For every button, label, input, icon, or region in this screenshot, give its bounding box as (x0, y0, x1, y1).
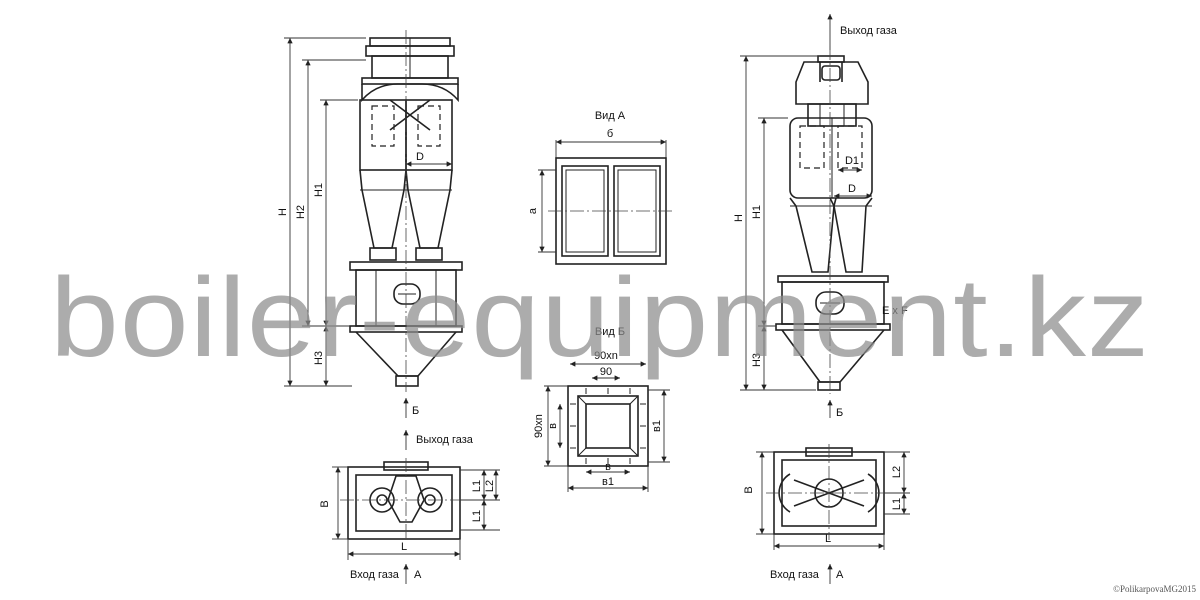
plan-frame-left (347, 466, 461, 540)
left-front-view: H H2 H1 H3 D Б (277, 30, 463, 418)
dim-h-right: H (733, 214, 745, 222)
dim-l-left: L (401, 541, 407, 553)
dim-b-view-a: б (607, 128, 613, 140)
dim-b-right: B (743, 486, 755, 493)
view-b-frame (567, 385, 649, 467)
right-front-view: Выход газа H H1 H3 D1 (733, 13, 908, 419)
view-a-title: Вид А (595, 110, 626, 122)
dim-v-side: в (547, 423, 559, 429)
arrow-a-left: А (414, 569, 422, 581)
arrow-b-right: Б (836, 407, 843, 419)
dim-v1-bottom: в1 (602, 476, 614, 488)
spiral-housing (361, 83, 459, 103)
cylinder-right-view (789, 117, 873, 199)
cone-right-a (789, 197, 837, 273)
arrow-b-left: Б (412, 405, 419, 417)
gas-outlet-left: Выход газа (416, 434, 474, 446)
dim-l2-right: L2 (891, 466, 903, 478)
dim-h3-left: H3 (313, 351, 325, 365)
cone-left (359, 169, 407, 249)
dim-l1-left-bottom: L1 (471, 510, 483, 522)
dim-d-right: D (848, 183, 856, 195)
dim-b-left: B (319, 500, 331, 507)
cylinder-left (359, 99, 407, 171)
outlet-housing-right (795, 61, 869, 105)
gas-outlet-right: Выход газа (840, 25, 898, 37)
dim-exf: E x F (882, 305, 908, 317)
copyright-text: ©PolikarpovaMG2015 (1113, 584, 1196, 594)
gas-inlet-left: Вход газа (350, 569, 400, 581)
dim-h-left: H (277, 208, 289, 216)
watermark-text: boiler-equipment.kz (50, 255, 1150, 380)
arrow-a-right: А (836, 569, 844, 581)
dim-h1-left: H1 (313, 183, 325, 197)
view-b: Вид Б 90xn 90 90xn в в1 в в1 (533, 326, 670, 492)
dim-l1-right: L1 (891, 498, 903, 510)
gas-inlet-right: Вход газа (770, 569, 820, 581)
view-a: Вид А б a (527, 110, 674, 265)
dim-l2-left: L2 (484, 480, 496, 492)
dim-d1-right: D1 (845, 155, 859, 167)
left-plan-view: Выход газа L B L1 L1 L2 Вход газа А (319, 430, 500, 584)
dim-h3-right: H3 (751, 353, 763, 367)
cylinder-right (405, 99, 453, 171)
dim-90xn-top: 90xn (594, 350, 618, 362)
dim-h1-right: H1 (751, 205, 763, 219)
dim-d-left: D (416, 151, 424, 163)
dim-v1-side: в1 (651, 420, 663, 432)
cone-right (405, 169, 453, 249)
view-b-title: Вид Б (595, 326, 625, 338)
right-plan-view: L B L2 L1 Вход газа А (743, 444, 910, 584)
cone-right-b (829, 197, 873, 273)
dim-l-right: L (825, 533, 831, 545)
dim-90: 90 (600, 366, 612, 378)
dim-90xn-side: 90xn (533, 414, 545, 438)
dim-l1-left-top: L1 (471, 480, 483, 492)
dim-h2-left: H2 (295, 205, 307, 219)
dim-v-bottom: в (605, 461, 611, 473)
inspection-hatch (393, 283, 421, 305)
dim-a-view-a: a (527, 207, 539, 214)
